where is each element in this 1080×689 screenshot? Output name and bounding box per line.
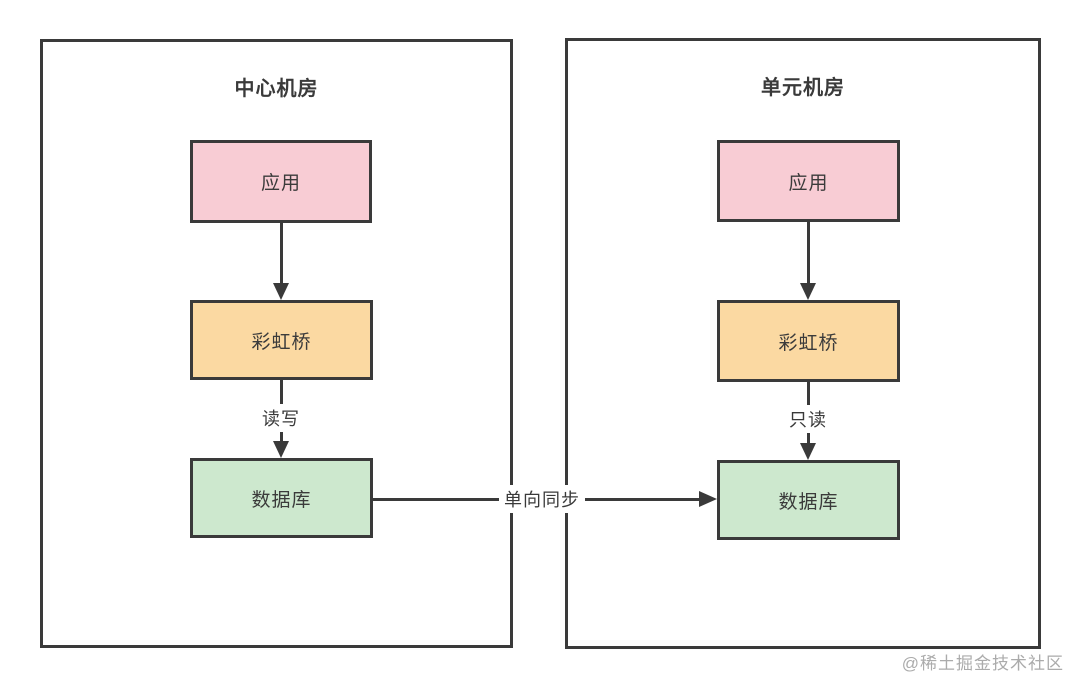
node-central-db-label: 数据库 xyxy=(251,489,312,511)
node-unit-db: 数据库 xyxy=(717,460,900,540)
node-central-app: 应用 xyxy=(190,140,372,223)
arrow-down-icon xyxy=(273,441,289,458)
arrow-right-icon xyxy=(699,491,717,507)
edge-central-app-to-bridge-line xyxy=(280,223,283,283)
watermark-text: @稀土掘金技术社区 xyxy=(901,654,1064,673)
node-unit-bridge-label: 彩虹桥 xyxy=(778,332,839,354)
edge-label-read-write: 读写 xyxy=(257,404,305,432)
node-unit-db-label: 数据库 xyxy=(778,491,839,513)
node-unit-app: 应用 xyxy=(717,140,900,222)
node-central-bridge-label: 彩虹桥 xyxy=(251,331,312,353)
edge-label-read-only: 只读 xyxy=(784,405,832,433)
region-unit-room: 单元机房 xyxy=(565,38,1041,649)
edge-label-one-way-sync: 单向同步 xyxy=(499,485,585,513)
region-unit-title: 单元机房 xyxy=(761,77,845,99)
region-central-title: 中心机房 xyxy=(234,78,319,100)
arrow-down-icon xyxy=(800,283,816,300)
node-central-app-label: 应用 xyxy=(260,173,301,194)
arrow-down-icon xyxy=(273,283,289,300)
edge-unit-app-to-bridge-line xyxy=(807,222,810,283)
node-unit-app-label: 应用 xyxy=(788,172,829,194)
node-unit-bridge: 彩虹桥 xyxy=(717,300,900,382)
node-central-bridge: 彩虹桥 xyxy=(190,300,373,380)
node-central-db: 数据库 xyxy=(190,458,373,538)
arrow-down-icon xyxy=(800,443,816,460)
